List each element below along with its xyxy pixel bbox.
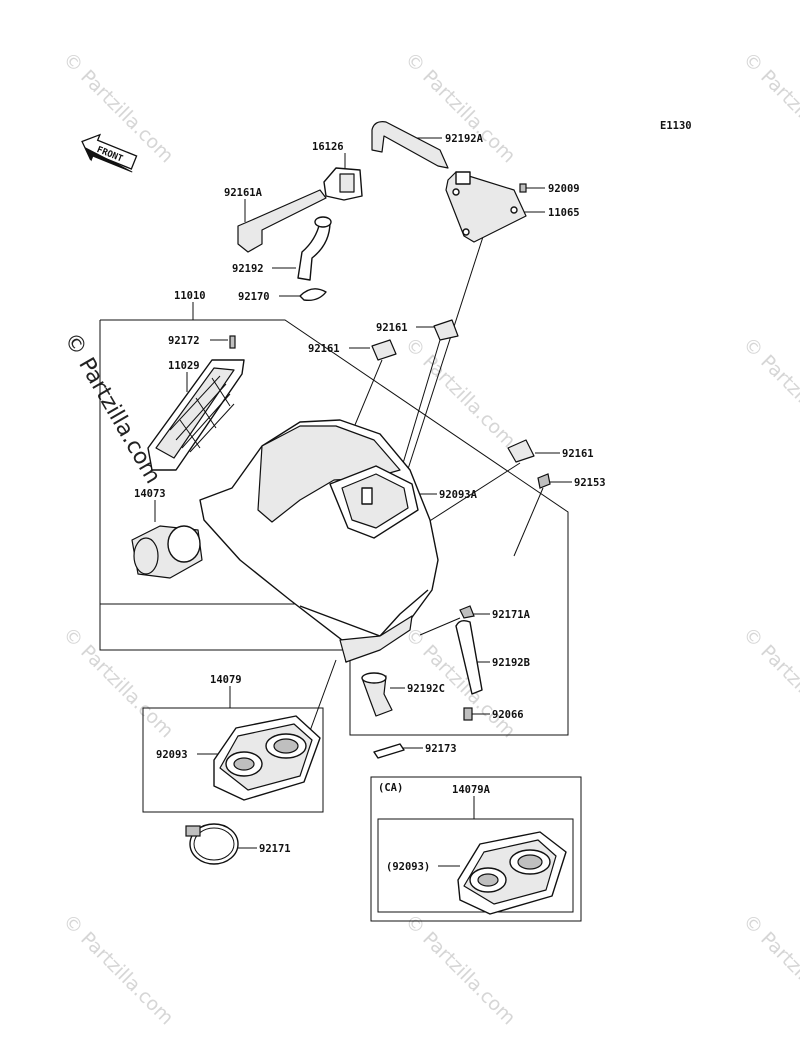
part-label-11029: 11029 — [168, 360, 200, 372]
part-label-92153: 92153 — [574, 477, 606, 489]
part-label-92093: 92093 — [156, 749, 188, 761]
watermark: © Partzilla.com — [58, 623, 177, 742]
filter-element-11029 — [147, 335, 245, 471]
part-label-92161-left: 92161 — [308, 343, 340, 355]
holder-14079 — [213, 715, 321, 801]
clamp-92170 — [299, 288, 327, 302]
part-label-11065: 11065 — [548, 207, 580, 219]
clip-92173 — [373, 743, 405, 759]
clip-92171A — [459, 605, 475, 619]
part-label-92192A: 92192A — [445, 133, 484, 145]
drain-parts — [361, 605, 483, 759]
watermark: © Partzilla.com — [738, 333, 800, 452]
part-label-92093-ca: (92093) — [386, 861, 430, 873]
diagram-code: E1130 — [660, 120, 692, 132]
airbox-housing — [199, 419, 439, 663]
watermark: © Partzilla.com — [738, 623, 800, 742]
screw-92172 — [229, 335, 236, 349]
watermark: © Partzilla.com — [400, 910, 519, 1029]
variant-label-ca: (CA) — [378, 782, 403, 794]
part-label-92093A: 92093A — [439, 489, 478, 501]
duct-14073 — [131, 525, 203, 579]
watermark: © Partzilla.com — [738, 48, 800, 167]
screw-92153 — [537, 473, 551, 489]
clamp-92171 — [185, 823, 239, 865]
part-label-92172: 92172 — [168, 335, 200, 347]
part-label-92161-top: 92161 — [376, 322, 408, 334]
part-label-16126: 16126 — [312, 141, 344, 153]
part-labels: 92192A 16126 92009 11065 92161A 92192 92… — [134, 133, 606, 873]
pads-92161 — [371, 319, 551, 489]
part-label-92171A: 92171A — [492, 609, 531, 621]
hose-92192A — [371, 121, 449, 169]
part-label-92161-right: 92161 — [562, 448, 594, 460]
part-label-11010: 11010 — [174, 290, 206, 302]
part-label-92170: 92170 — [238, 291, 270, 303]
holder-14079A — [457, 831, 567, 915]
breather-assembly — [237, 121, 527, 302]
part-label-92009: 92009 — [548, 183, 580, 195]
plug-92192C — [361, 675, 393, 717]
bolt-92009 — [519, 183, 527, 193]
hose-92161A — [237, 189, 327, 253]
part-label-14079A: 14079A — [452, 784, 491, 796]
part-label-92171: 92171 — [259, 843, 291, 855]
part-label-92192C: 92192C — [407, 683, 445, 695]
hose-92192B — [455, 619, 483, 695]
part-label-92066: 92066 — [492, 709, 524, 721]
part-label-92192: 92192 — [232, 263, 264, 275]
cap-92066 — [463, 707, 473, 721]
part-label-92173: 92173 — [425, 743, 457, 755]
watermark: © Partzilla.com — [58, 910, 177, 1029]
watermark: © Partzilla.com — [738, 910, 800, 1029]
part-label-92192B: 92192B — [492, 657, 530, 669]
part-label-14079: 14079 — [210, 674, 242, 686]
part-label-92161A: 92161A — [224, 187, 263, 199]
watermark-main: © Partzilla.com — [59, 329, 166, 489]
group-frames — [99, 319, 582, 922]
watermark: © Partzilla.com — [400, 333, 519, 452]
front-arrow-icon: FRONT — [81, 133, 138, 173]
hose-92192 — [297, 221, 331, 281]
part-label-14073: 14073 — [134, 488, 166, 500]
